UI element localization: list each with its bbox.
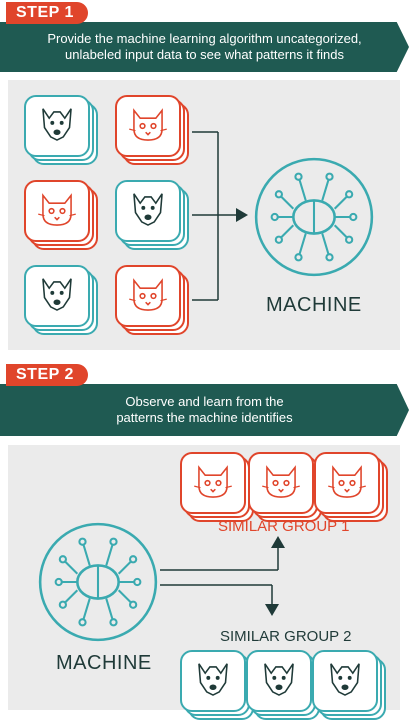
input-card-dog-1 (24, 95, 102, 169)
step2-description-line2: patterns the machine identifies (116, 410, 293, 425)
input-card-dog-2 (115, 180, 193, 254)
input-card-cat-1 (115, 95, 193, 169)
step1-machine-label: MACHINE (266, 294, 362, 316)
group1-card-cat-2 (248, 452, 326, 526)
group1-card-cat-1 (180, 452, 258, 526)
dog-icon (198, 663, 228, 696)
dog-icon (330, 663, 360, 696)
group2-card-dog-1 (180, 650, 258, 724)
step1-tag: STEP 1 (6, 2, 88, 24)
step2-description-line1: Observe and learn from the (125, 394, 284, 409)
step2-banner: Observe and learn from the patterns the … (0, 384, 409, 436)
input-card-cat-2 (24, 180, 102, 254)
cat-icon (327, 466, 367, 498)
group2-label: SIMILAR GROUP 2 (220, 628, 352, 645)
arrow-right-icon (236, 208, 248, 222)
group1-card-cat-3 (314, 452, 392, 526)
step1-banner: Provide the machine learning algorithm u… (0, 22, 409, 72)
step1-connector-lines (192, 131, 248, 301)
step2-machine-label: MACHINE (56, 652, 152, 674)
arrow-down-icon (265, 604, 279, 616)
input-card-dog-3 (24, 265, 102, 339)
step1-description-line2: unlabeled input data to see what pattern… (65, 47, 344, 62)
cat-icon (261, 466, 301, 498)
arrow-up-icon (271, 536, 285, 548)
dog-icon (264, 663, 294, 696)
step1-description-line1: Provide the machine learning algorithm u… (47, 31, 362, 46)
step2-tag: STEP 2 (6, 364, 88, 386)
cat-icon (193, 466, 233, 498)
group2-card-dog-3 (312, 650, 390, 724)
group1-label: SIMILAR GROUP 1 (218, 518, 350, 535)
group2-card-dog-2 (246, 650, 324, 724)
input-card-cat-3 (115, 265, 193, 339)
